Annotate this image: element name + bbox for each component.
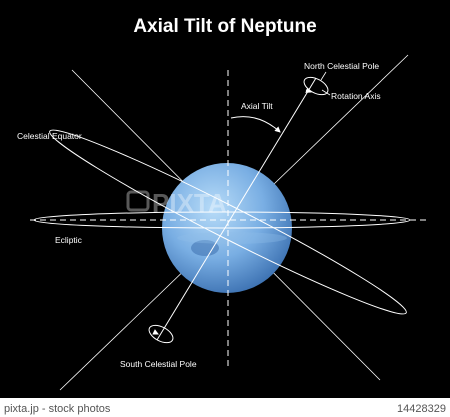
north-pole-pointer (320, 71, 327, 81)
south-rotation-arrow (152, 329, 159, 335)
south-pole-label: South Celestial Pole (120, 359, 197, 369)
north-pole-ring (303, 76, 329, 96)
footer-source: pixta.jp - stock photos (4, 403, 111, 415)
ecliptic-label: Ecliptic (55, 235, 83, 245)
rotation-axis-pointer (321, 89, 331, 96)
north-rotation-arrow (305, 87, 312, 93)
neptune-dark-spot (191, 240, 219, 256)
pixta-watermark: PIXTA (126, 188, 227, 218)
footer-image-id: 14428329 (397, 403, 446, 415)
rotation-axis-line (156, 77, 317, 341)
celestial-equator-ring (49, 129, 407, 315)
axial-tilt-arc (230, 116, 281, 133)
neptune-band (177, 232, 287, 244)
svg-text:PIXTA: PIXTA (152, 188, 227, 218)
page-title: Axial Tilt of Neptune (133, 16, 316, 37)
north-pole-label: North Celestial Pole (304, 61, 379, 71)
axial-tilt-label: Axial Tilt (241, 101, 273, 111)
south-pole-ring (148, 324, 174, 344)
celestial-equator-label: Celestial Equator (17, 131, 82, 141)
rotation-axis-label: Rotation Axis (331, 91, 381, 101)
